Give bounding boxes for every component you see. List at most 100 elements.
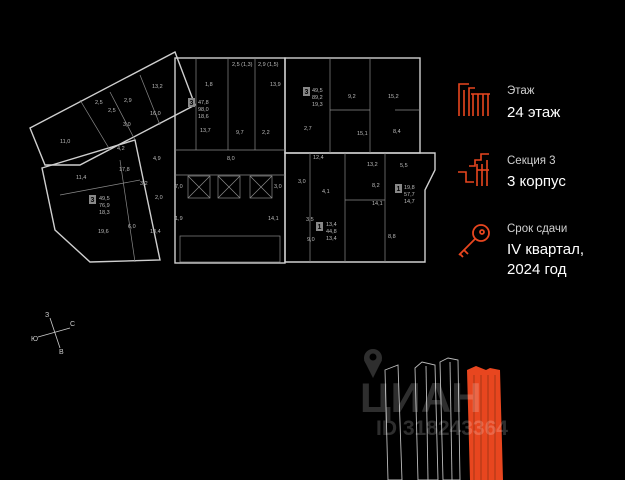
room-area-label: 14,1: [268, 216, 279, 222]
svg-text:3: 3: [190, 100, 194, 107]
floor-value: 24 этаж: [507, 104, 561, 121]
room-area-label: 2,5: [95, 100, 103, 106]
deadline-value-line1: IV квартал,: [507, 241, 585, 258]
deadline-info: Срок сдачи IV квартал, 2024 год: [455, 220, 620, 290]
room-area-label: 1,8: [205, 82, 213, 88]
cian-watermark: ЦИАН ID 318243364: [360, 349, 508, 440]
room-area-label: 13,2: [367, 162, 378, 168]
apt-b-total: 49,5: [312, 88, 323, 94]
room-area-label: 11,0: [60, 139, 70, 145]
apt-e-total: 19,8: [404, 185, 415, 191]
room-area-label: 13,9: [270, 82, 281, 88]
compass-north: С: [70, 321, 75, 328]
svg-text:1: 1: [397, 186, 401, 193]
plan-wing-upper-left: [29, 51, 196, 166]
apartment-badge-3-c[interactable]: 3: [89, 195, 96, 204]
tower-3: [439, 357, 461, 480]
room-area-label: 5,5: [400, 163, 408, 169]
apt-e-l2: 57,7: [404, 192, 415, 198]
room-area-label: 2,9: [124, 98, 132, 104]
section-value: 3 корпус: [507, 173, 566, 190]
apt-e-l3: 14,7: [404, 199, 415, 205]
room-area-label: 17,8: [119, 167, 130, 173]
room-area-label: 3,0: [298, 179, 306, 185]
room-area-label: 2,7: [304, 126, 312, 132]
room-area-label: 9,0: [307, 237, 315, 243]
building-illustration: ЦИАН ID 318243364: [360, 349, 508, 480]
apartment-badge-3-b[interactable]: 3: [303, 87, 310, 96]
room-area-label: 13,2: [152, 84, 163, 90]
apt-a-total: 47,8: [198, 100, 209, 106]
room-area-label: 3,2: [140, 181, 148, 187]
apt-d-l2: 44,8: [326, 229, 337, 235]
room-area-label: 2,9 (1,5): [258, 62, 279, 68]
floor-info: Этаж 24 этаж: [455, 80, 620, 140]
room-area-label: 2,5 (1,3): [232, 62, 253, 68]
watermark-brand: ЦИАН: [360, 374, 482, 421]
room-area-label: 14,1: [372, 201, 383, 207]
room-area-label: 3,0: [123, 122, 131, 128]
tower-2: [414, 361, 439, 480]
svg-text:3: 3: [305, 89, 309, 96]
floor-icon: [458, 83, 490, 116]
compass-south: Ю: [31, 336, 38, 343]
room-area-label: 4,1: [322, 189, 330, 195]
room-area-label: 2,5: [108, 108, 116, 114]
room-area-label: 6,0: [128, 224, 136, 230]
section-stairs-icon: [458, 153, 489, 186]
floor-plan: 3 47,8 98,0 18,6 3 49,5 89,2 19,3 3 49,5…: [29, 51, 436, 264]
apt-a-l2: 98,0: [198, 107, 209, 113]
apt-b-l3: 19,3: [312, 102, 323, 108]
room-area-label: 3,5: [306, 217, 314, 223]
room-area-label: 15,2: [388, 94, 399, 100]
plan-lower-right-block: [284, 152, 436, 263]
room-area-label: 3,0: [274, 184, 282, 190]
key-icon: [458, 224, 490, 258]
room-area-label: 9,7: [236, 130, 244, 136]
plan-wing-lower-left: [41, 139, 161, 263]
room-area-label: 8,2: [372, 183, 380, 189]
apt-c-l2: 76,9: [99, 203, 110, 209]
tower-1: [384, 364, 403, 480]
room-area-label: 11,4: [76, 175, 86, 181]
room-area-label: 13,7: [200, 128, 211, 134]
apartment-badge-3-a[interactable]: 3: [188, 98, 195, 107]
section-label: Секция 3: [507, 155, 556, 167]
room-area-label: 13,4: [150, 229, 161, 235]
apt-c-total: 49,5: [99, 196, 110, 202]
watermark-id: ID 318243364: [376, 417, 508, 440]
svg-text:3: 3: [91, 197, 95, 204]
svg-text:1: 1: [318, 224, 322, 231]
room-area-label: 2,2: [262, 130, 270, 136]
room-area-label: 19,6: [98, 229, 109, 235]
room-area-label: 8,4: [393, 129, 401, 135]
compass-west: З: [45, 312, 49, 319]
room-area-label: 12,4: [313, 155, 324, 161]
room-area-label: 8,8: [388, 234, 396, 240]
floor-label: Этаж: [507, 85, 535, 97]
room-area-label: 9,2: [348, 94, 356, 100]
compass-east: В: [59, 349, 64, 355]
compass-rose: З С Ю В: [31, 312, 75, 355]
room-area-label: 16,0: [150, 111, 161, 117]
deadline-value-line2: 2024 год: [507, 261, 567, 278]
room-area-label: 4,9: [153, 156, 161, 162]
room-area-label: 2,0: [155, 195, 163, 201]
plan-upper-right-block: [284, 57, 421, 154]
apt-d-total: 13,4: [326, 222, 337, 228]
room-area-label: 1,9: [175, 216, 183, 222]
apartment-badge-1-d[interactable]: 1: [316, 222, 323, 231]
room-area-label: 4,2: [117, 146, 125, 152]
tower-highlighted: [467, 366, 503, 480]
room-area-label: 8,0: [227, 156, 235, 162]
apt-a-l3: 18,6: [198, 114, 209, 120]
section-info: Секция 3 3 корпус: [455, 152, 620, 202]
room-area-label: 15,1: [357, 131, 368, 137]
apartment-badge-1-e[interactable]: 1: [395, 184, 402, 193]
room-area-label: 7,0: [175, 184, 183, 190]
deadline-label: Срок сдачи: [507, 223, 568, 235]
apt-c-l3: 18,3: [99, 210, 110, 216]
apt-d-l3: 13,4: [326, 236, 337, 242]
apt-b-l2: 89,2: [312, 95, 323, 101]
